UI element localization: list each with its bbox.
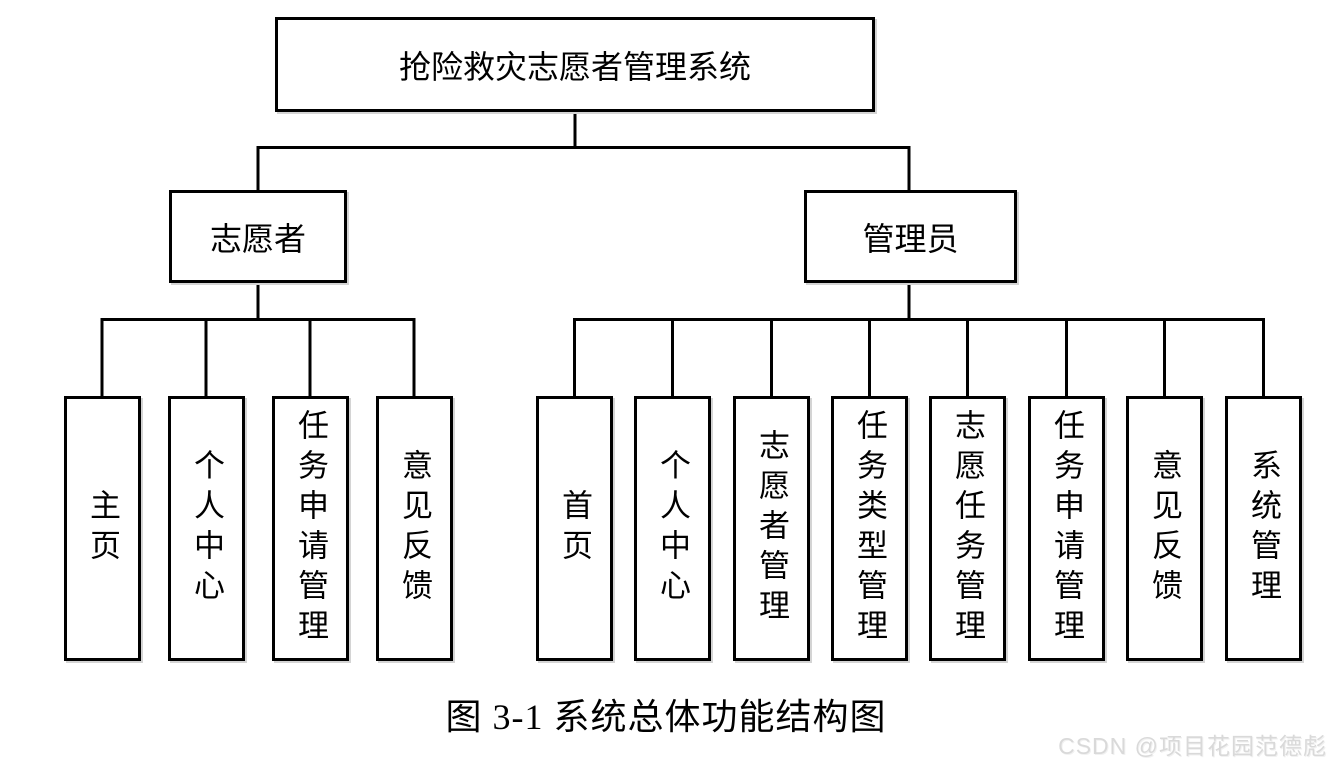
leaf-label: 主页 xyxy=(85,488,120,569)
leaf-label: 任务类型管理 xyxy=(852,408,887,649)
branch-node-volunteer-label: 志愿者 xyxy=(209,220,306,257)
leaf-label: 任务申请管理 xyxy=(293,408,328,649)
leaf-label: 意见反馈 xyxy=(1147,448,1182,609)
leaf-label: 任务申请管理 xyxy=(1049,408,1084,649)
leaf-node-admin-system-mgmt: 系统管理 xyxy=(1225,396,1302,661)
leaf-label: 个人中心 xyxy=(655,448,690,609)
leaf-label: 志愿者管理 xyxy=(754,428,789,629)
leaf-node-admin-feedback: 意见反馈 xyxy=(1126,396,1203,661)
branch-node-admin: 管理员 xyxy=(804,190,1017,283)
leaf-node-volunteer-personal-center: 个人中心 xyxy=(168,396,245,661)
leaf-label: 系统管理 xyxy=(1246,448,1281,609)
branch-node-volunteer: 志愿者 xyxy=(169,190,347,283)
root-node: 抢险救灾志愿者管理系统 xyxy=(275,17,875,112)
leaf-node-admin-home: 首页 xyxy=(536,396,613,661)
diagram-caption: 图 3-1 系统总体功能结构图 xyxy=(445,697,887,737)
leaf-node-volunteer-home: 主页 xyxy=(64,396,141,661)
root-node-label: 抢险救灾志愿者管理系统 xyxy=(398,48,751,85)
branch-node-admin-label: 管理员 xyxy=(862,220,959,257)
leaf-node-admin-personal-center: 个人中心 xyxy=(634,396,711,661)
leaf-node-admin-task-type-mgmt: 任务类型管理 xyxy=(831,396,908,661)
leaf-label: 志愿任务管理 xyxy=(950,408,985,649)
leaf-node-volunteer-task-application-mgmt: 任务申请管理 xyxy=(272,396,349,661)
watermark: CSDN @项目花园范德彪 xyxy=(1058,733,1327,759)
leaf-label: 意见反馈 xyxy=(397,448,432,609)
leaf-node-volunteer-feedback: 意见反馈 xyxy=(376,396,453,661)
leaf-node-admin-volunteer-task-mgmt: 志愿任务管理 xyxy=(929,396,1006,661)
leaf-node-admin-volunteer-mgmt: 志愿者管理 xyxy=(733,396,810,661)
leaf-label: 首页 xyxy=(557,488,592,569)
leaf-node-admin-task-application-mgmt: 任务申请管理 xyxy=(1028,396,1105,661)
leaf-label: 个人中心 xyxy=(189,448,224,609)
